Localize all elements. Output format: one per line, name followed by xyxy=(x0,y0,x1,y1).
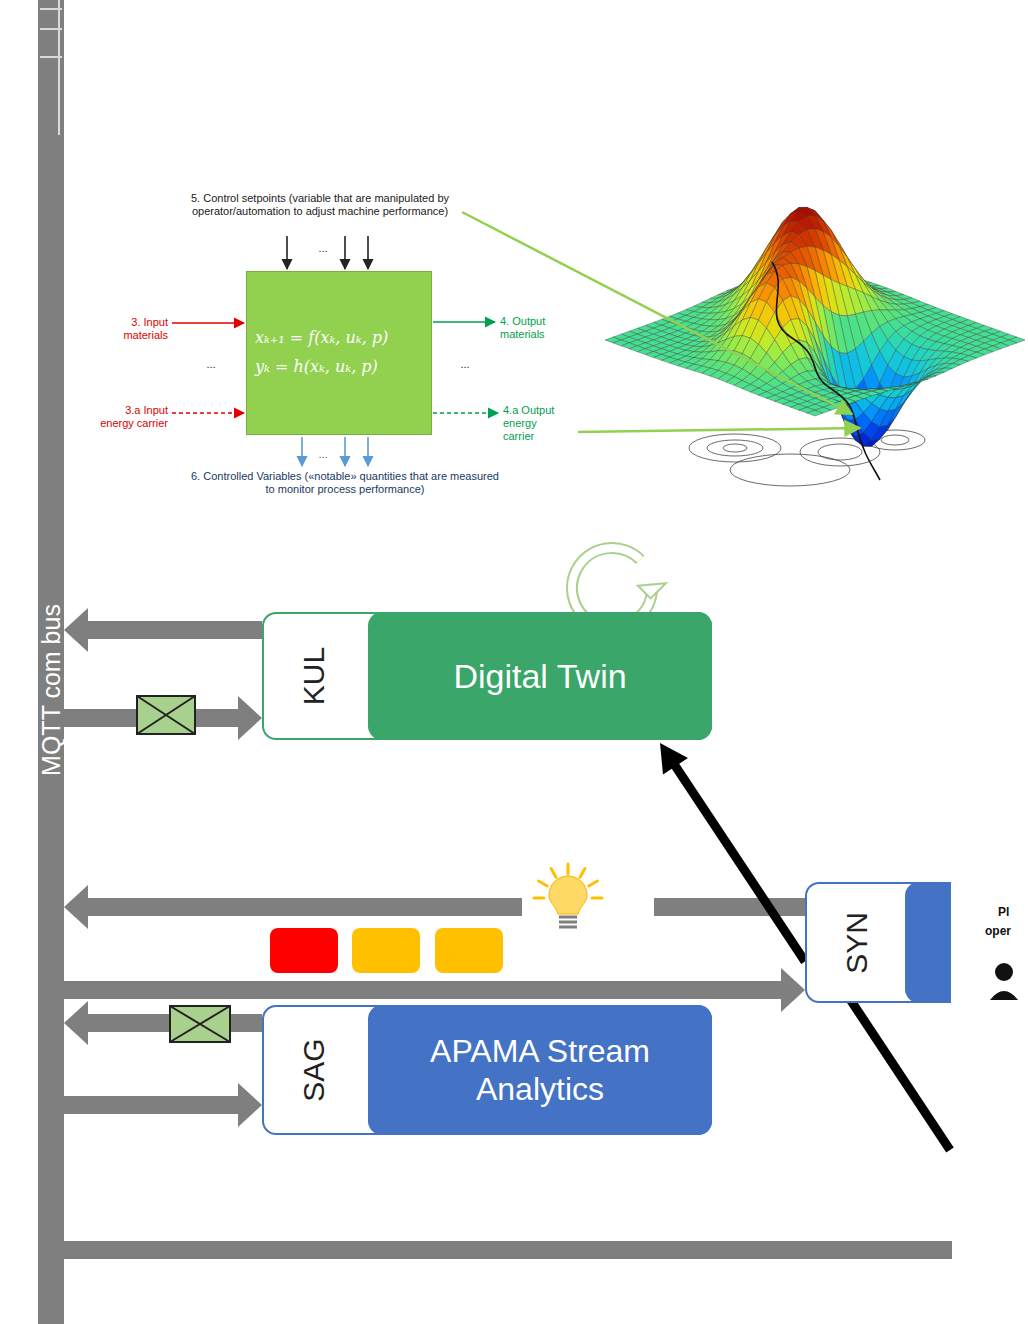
label-holder: SAG xyxy=(264,1007,364,1133)
operator-icon xyxy=(990,963,1018,1000)
bus-arrow xyxy=(64,608,262,652)
lightbulb-icon xyxy=(522,864,654,927)
signal-arrow xyxy=(172,412,244,414)
cycle-head xyxy=(638,583,666,598)
contour xyxy=(689,434,781,462)
status-light xyxy=(352,928,420,973)
bus-stripes xyxy=(38,0,64,140)
icon-head xyxy=(995,963,1013,981)
mesh-cell xyxy=(936,368,952,373)
bus-arrow xyxy=(64,1083,262,1127)
bulb-base xyxy=(559,921,577,924)
contour xyxy=(730,454,850,486)
node-text: SYN xyxy=(840,912,874,974)
annotation: 4.a Output energy carrier xyxy=(503,404,569,444)
annotation: ... xyxy=(196,358,226,371)
message-icon xyxy=(170,1006,230,1042)
node-text: xₖ₊₁ = f(xₖ, uₖ, p) xyxy=(255,328,423,349)
process-block: xₖ₊₁ = f(xₖ, uₖ, p) yₖ = h(xₖ, uₖ, p) xyxy=(246,271,432,435)
light-ray xyxy=(539,881,548,886)
bus-arrow xyxy=(64,696,262,740)
signal-arrow xyxy=(344,236,346,269)
contour xyxy=(881,435,909,445)
mesh-cell xyxy=(904,382,920,386)
light-ray xyxy=(534,897,544,900)
label-holder: SYN xyxy=(807,884,907,1001)
light-ray xyxy=(551,869,556,878)
cut-text: Pl xyxy=(998,905,1024,919)
partner-box: Digital Twin KUL xyxy=(262,612,712,740)
surface-plot xyxy=(605,207,1025,486)
bus-band: MQTT com bus xyxy=(38,0,64,1324)
node-text: Digital Twin xyxy=(453,656,626,697)
leader-line xyxy=(578,428,860,432)
envelope-flap xyxy=(170,1006,230,1042)
digital-twin-box: Digital Twin xyxy=(368,612,712,740)
annotation: ... xyxy=(308,448,338,461)
bus-arrow xyxy=(64,885,805,929)
mesh-cell xyxy=(807,410,823,416)
contour xyxy=(818,444,862,460)
mesh-cell xyxy=(920,376,936,381)
node-text: yₖ = h(xₖ, uₖ, p) xyxy=(255,357,423,378)
annotation: 4. Output materials xyxy=(500,315,572,341)
bus-arrow xyxy=(64,1001,262,1045)
status-light xyxy=(270,928,338,973)
partner-box: SYN xyxy=(805,882,951,1003)
node-text: SAG xyxy=(297,1038,331,1101)
light-ray xyxy=(567,864,570,874)
label-holder: MQTT com bus xyxy=(38,560,64,820)
envelope-flap xyxy=(137,696,195,734)
cut-text: oper xyxy=(985,924,1025,938)
signal-arrow xyxy=(172,322,244,324)
signal-arrow xyxy=(301,437,303,466)
signal-arrow xyxy=(344,437,346,466)
data-arrow xyxy=(660,743,809,964)
gap-patch xyxy=(522,893,654,921)
envelope xyxy=(137,696,195,734)
partner-box: APAMA Stream Analytics SAG xyxy=(262,1005,712,1135)
contour-lines xyxy=(689,430,925,486)
signal-arrow xyxy=(367,437,369,466)
stripe xyxy=(58,0,60,135)
annotation: 3.a Input energy carrier xyxy=(98,404,168,430)
label-holder: KUL xyxy=(264,614,364,738)
signal-arrow xyxy=(433,412,498,414)
analytics-box: APAMA Stream Analytics xyxy=(368,1005,712,1135)
light-ray xyxy=(592,897,602,900)
node-text: MQTT com bus xyxy=(38,604,64,776)
icon-body xyxy=(990,991,1018,1000)
annotation: 5. Control setpoints (variable that are … xyxy=(185,192,455,218)
message-icon xyxy=(137,696,195,734)
status-light xyxy=(435,928,503,973)
mesh-cell xyxy=(944,364,960,369)
mesh-cell xyxy=(912,379,928,383)
bulb xyxy=(549,876,587,914)
contour xyxy=(723,444,747,452)
light-ray xyxy=(589,881,598,886)
block-arrows xyxy=(172,236,498,466)
search-path xyxy=(772,262,880,480)
mesh-cell xyxy=(928,372,944,377)
surface-mesh xyxy=(605,207,1025,446)
bus-arrow xyxy=(62,1241,952,1259)
annotation: 6. Controlled Variables («notable» quant… xyxy=(190,470,500,496)
leader-line xyxy=(462,212,852,414)
light-ray xyxy=(580,869,585,878)
envelope xyxy=(170,1006,230,1042)
signal-arrow xyxy=(286,236,288,269)
node-text: KUL xyxy=(297,647,331,705)
annotation: 3. Input materials xyxy=(104,316,168,342)
blue-panel xyxy=(905,882,951,1003)
bulb-base xyxy=(559,916,577,919)
annotation: ... xyxy=(450,358,480,371)
annotation: ... xyxy=(308,242,338,255)
mesh-cell xyxy=(896,384,912,386)
signal-arrow xyxy=(433,321,495,323)
bulb-base xyxy=(559,926,577,929)
node-text: APAMA Stream Analytics xyxy=(382,1032,698,1109)
signal-arrow xyxy=(367,236,369,269)
contour xyxy=(707,440,763,456)
